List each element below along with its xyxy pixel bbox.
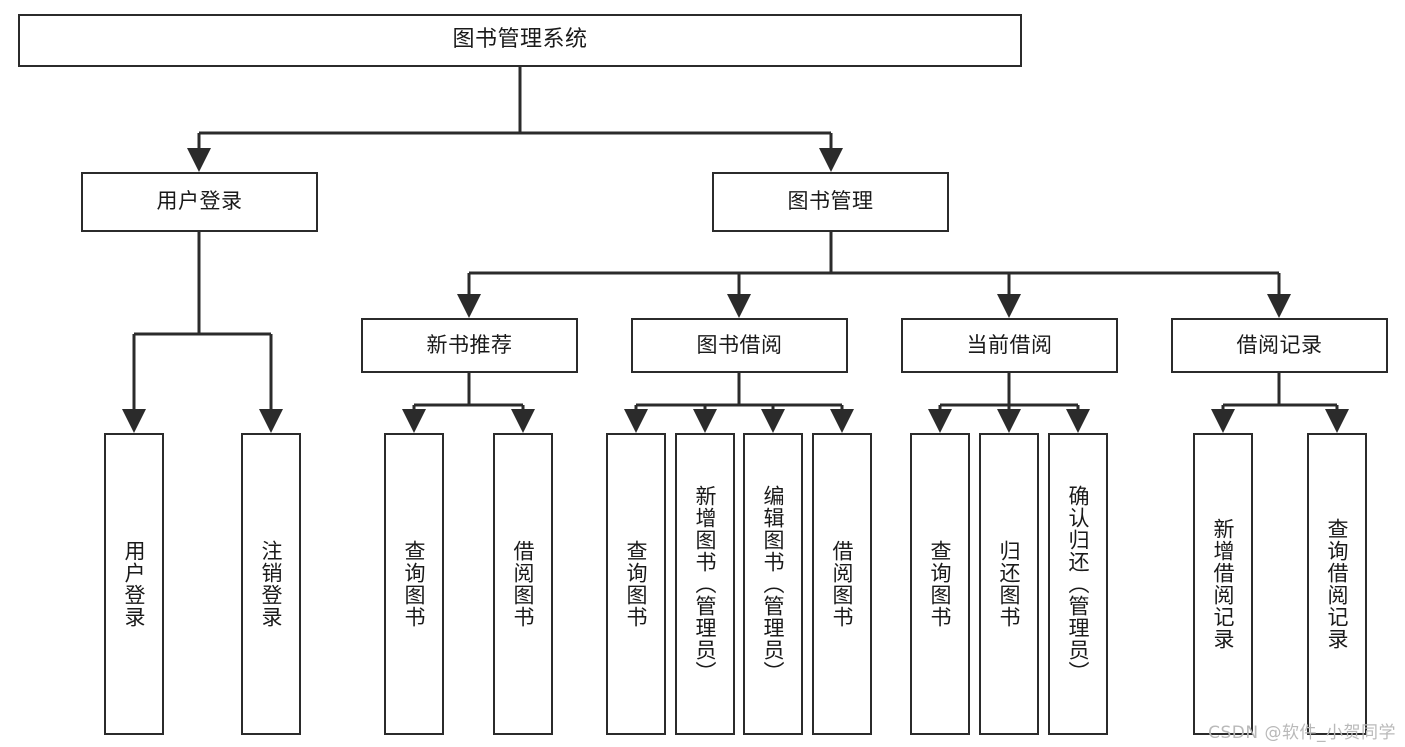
leaf-query-books-borrowing[interactable]: 查询图书 bbox=[606, 433, 666, 735]
node-label: 用户登录 bbox=[122, 540, 147, 628]
node-label: 当前借阅 bbox=[966, 332, 1053, 357]
leaf-borrow-books-borrowing[interactable]: 借阅图书 bbox=[812, 433, 872, 735]
node-book-management[interactable]: 图书管理 bbox=[712, 172, 949, 232]
node-current-borrowing[interactable]: 当前借阅 bbox=[901, 318, 1118, 373]
leaf-add-borrowing-record[interactable]: 新增借阅记录 bbox=[1193, 433, 1253, 735]
node-label: 图书管理 bbox=[787, 189, 874, 214]
node-label: 注销登录 bbox=[259, 540, 284, 628]
node-label: 新书推荐 bbox=[426, 332, 513, 357]
node-label: 借阅记录 bbox=[1236, 332, 1323, 357]
leaf-query-borrowing-record[interactable]: 查询借阅记录 bbox=[1307, 433, 1367, 735]
node-label: 用户登录 bbox=[156, 189, 243, 214]
node-label: 查询图书 bbox=[928, 540, 953, 628]
node-borrowing-records[interactable]: 借阅记录 bbox=[1171, 318, 1388, 373]
node-book-borrowing[interactable]: 图书借阅 bbox=[631, 318, 848, 373]
node-label: 图书借阅 bbox=[696, 332, 783, 357]
leaf-logout[interactable]: 注销登录 bbox=[241, 433, 301, 735]
leaf-confirm-return-admin[interactable]: 确认归还（管理员） bbox=[1048, 433, 1108, 735]
node-label: 图书管理系统 bbox=[452, 27, 588, 53]
node-label: 确认归还（管理员） bbox=[1066, 485, 1091, 683]
node-label: 查询借阅记录 bbox=[1325, 518, 1350, 650]
leaf-add-book-admin[interactable]: 新增图书（管理员） bbox=[675, 433, 735, 735]
node-user-login[interactable]: 用户登录 bbox=[81, 172, 318, 232]
leaf-query-books-current[interactable]: 查询图书 bbox=[910, 433, 970, 735]
node-label: 借阅图书 bbox=[511, 540, 536, 628]
node-label: 新增图书（管理员） bbox=[693, 485, 718, 683]
node-new-book-recommendation[interactable]: 新书推荐 bbox=[361, 318, 578, 373]
node-label: 归还图书 bbox=[997, 540, 1022, 628]
node-root-library-management-system[interactable]: 图书管理系统 bbox=[18, 14, 1022, 67]
leaf-borrow-books-recommend[interactable]: 借阅图书 bbox=[493, 433, 553, 735]
csdn-watermark: CSDN @软件_小贺同学 bbox=[1208, 723, 1396, 743]
leaf-return-books[interactable]: 归还图书 bbox=[979, 433, 1039, 735]
node-label: 查询图书 bbox=[402, 540, 427, 628]
leaf-query-books-recommend[interactable]: 查询图书 bbox=[384, 433, 444, 735]
node-label: 新增借阅记录 bbox=[1211, 518, 1236, 650]
node-label: 编辑图书（管理员） bbox=[761, 485, 786, 683]
node-label: 查询图书 bbox=[624, 540, 649, 628]
leaf-edit-book-admin[interactable]: 编辑图书（管理员） bbox=[743, 433, 803, 735]
node-label: 借阅图书 bbox=[830, 540, 855, 628]
leaf-user-login[interactable]: 用户登录 bbox=[104, 433, 164, 735]
